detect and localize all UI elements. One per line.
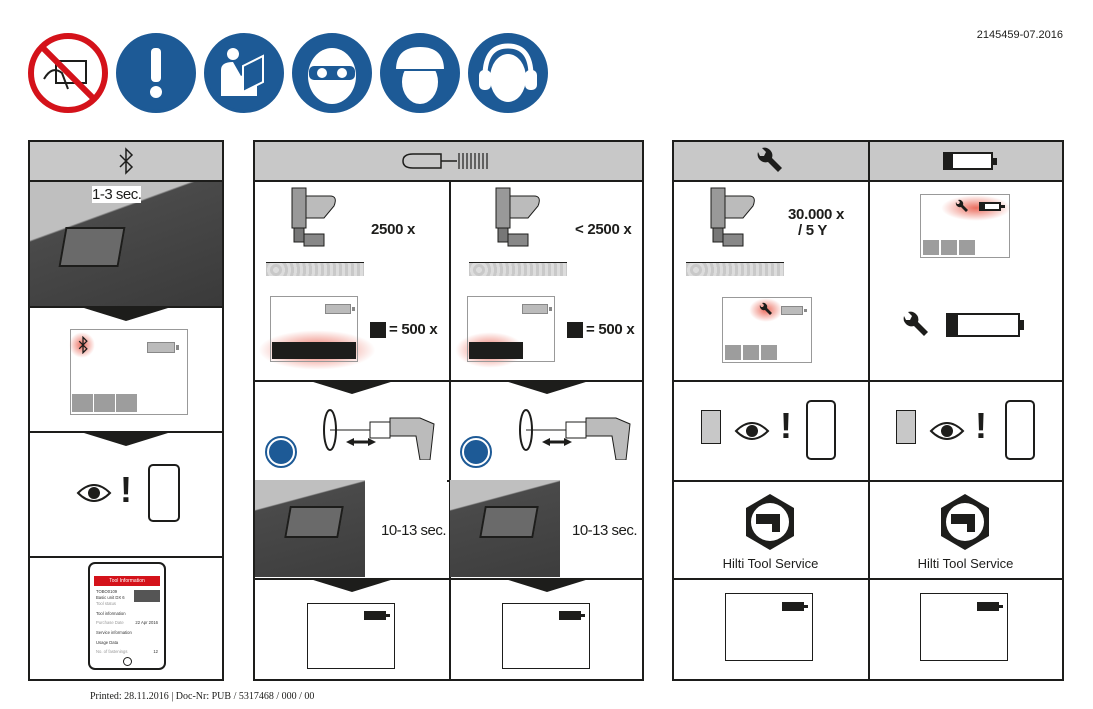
read-manual-icon bbox=[265, 436, 297, 468]
app-row[interactable]: Tool information bbox=[96, 611, 126, 616]
battery-low-icon bbox=[946, 313, 1024, 337]
bluetooth-icon bbox=[701, 410, 721, 444]
nail-gun-icon bbox=[710, 187, 755, 247]
display-partial-blocks bbox=[467, 296, 555, 362]
nail-gun-icon bbox=[495, 187, 540, 247]
cleaning-brush-illustration bbox=[506, 400, 636, 461]
service-interval: / 5 Y bbox=[798, 222, 828, 239]
general-warning-icon bbox=[116, 33, 196, 113]
exclamation-icon: ! bbox=[975, 405, 987, 446]
display-battery-low bbox=[920, 194, 1011, 258]
hilti-service-icon bbox=[941, 494, 989, 550]
read-manual-icon bbox=[460, 436, 492, 468]
eye-icon bbox=[734, 422, 770, 440]
battery-low-icon bbox=[943, 152, 997, 170]
display-reset bbox=[502, 603, 590, 669]
exclamation-icon: ! bbox=[780, 405, 792, 446]
print-footer: Printed: 28.11.2016 | Doc-Nr: PUB / 5317… bbox=[90, 691, 315, 702]
battery-icon bbox=[147, 342, 179, 353]
block-legend-square bbox=[370, 322, 386, 338]
reset-duration: 10-13 sec. bbox=[381, 522, 447, 539]
display-full-blocks bbox=[270, 296, 358, 362]
tool-status: Tool status bbox=[96, 601, 117, 606]
eye-icon bbox=[929, 422, 965, 440]
eye-protection-icon bbox=[292, 33, 372, 113]
block-legend-square bbox=[567, 322, 583, 338]
bluetooth-icon bbox=[119, 147, 134, 175]
wrench-icon bbox=[955, 199, 968, 212]
hilti-service-label: Hilti Tool Service bbox=[722, 556, 819, 571]
smartphone-icon bbox=[806, 400, 836, 460]
app-title: Tool Information bbox=[94, 576, 160, 586]
display-reset bbox=[307, 603, 395, 669]
press-duration: 1-3 sec. bbox=[92, 186, 142, 203]
smartphone-icon bbox=[1005, 400, 1035, 460]
display-service-due bbox=[722, 297, 812, 363]
wrench-icon bbox=[757, 147, 782, 172]
display-reset bbox=[725, 593, 813, 661]
display-bluetooth-active bbox=[69, 329, 188, 415]
tool-display-press-illustration: 1-3 sec. bbox=[30, 182, 222, 306]
tool-id: TOBO0109 bbox=[96, 589, 118, 594]
eye-icon bbox=[76, 484, 112, 502]
document-code: 2145459-07.2016 bbox=[976, 29, 1063, 41]
app-row: No. of fastenings bbox=[96, 649, 128, 654]
tool-display-press-illustration: 10-13 sec. bbox=[255, 480, 447, 577]
app-row[interactable]: Usage Data bbox=[96, 640, 119, 645]
tablet-app-screen: Tool Information TOBO0109 Basic unit DX … bbox=[88, 562, 166, 670]
bluetooth-icon bbox=[78, 336, 88, 354]
bluetooth-panel: 1-3 sec. ! Tool Information TOBO0109 Bas… bbox=[28, 140, 224, 681]
fastening-count: < 2500 x bbox=[575, 221, 632, 238]
block-legend: = 500 x bbox=[586, 321, 635, 338]
reset-duration: 10-13 sec. bbox=[572, 522, 638, 539]
bluetooth-header bbox=[30, 142, 222, 182]
bluetooth-icon bbox=[896, 410, 916, 444]
wrench-icon bbox=[759, 302, 772, 315]
read-manual-icon bbox=[204, 33, 284, 113]
hilti-service-icon bbox=[746, 494, 794, 550]
exclamation-icon: ! bbox=[120, 469, 132, 510]
purchase-date: 22 Apr 2016 bbox=[135, 620, 158, 625]
app-row[interactable]: Service information bbox=[96, 630, 132, 635]
service-panel bbox=[672, 140, 1064, 681]
bluetooth-notification: ! bbox=[700, 400, 850, 460]
app-row: Purchase Date bbox=[96, 620, 124, 625]
cleaning-brush-icon bbox=[401, 153, 488, 169]
cleaning-header bbox=[255, 142, 642, 182]
fastening-count: 12 bbox=[153, 649, 158, 654]
smartphone-icon bbox=[148, 464, 180, 522]
service-count: 30.000 x bbox=[788, 206, 844, 223]
ear-protection-icon bbox=[468, 33, 548, 113]
tool-name: Basic unit DX 6 bbox=[96, 595, 125, 600]
no-hand-near-tool-icon bbox=[28, 33, 108, 113]
bluetooth-notification: ! bbox=[895, 400, 1045, 460]
hard-hat-icon bbox=[380, 33, 460, 113]
wrench-icon bbox=[903, 311, 928, 336]
fastening-count: 2500 x bbox=[371, 221, 416, 238]
cleaning-brush-illustration bbox=[310, 400, 440, 461]
nail-gun-icon bbox=[291, 187, 336, 247]
display-reset bbox=[920, 593, 1008, 661]
tool-display-press-illustration: 10-13 sec. bbox=[450, 480, 642, 577]
hilti-service-label: Hilti Tool Service bbox=[917, 556, 1014, 571]
block-legend: = 500 x bbox=[389, 321, 438, 338]
cleaning-panel bbox=[253, 140, 644, 681]
